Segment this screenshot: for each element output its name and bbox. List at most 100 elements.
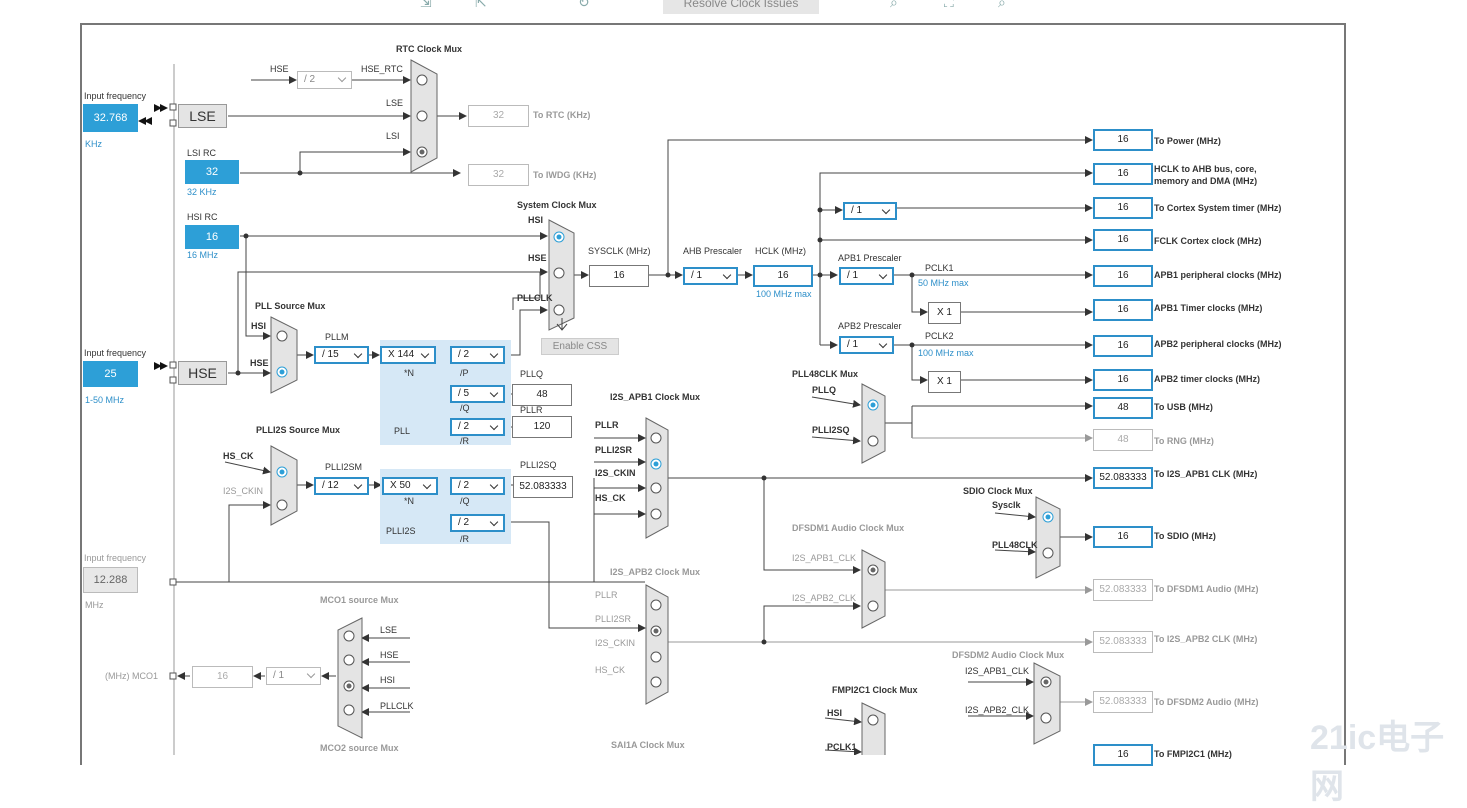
i2s1-input-label: PLLR [595,420,619,430]
pll-hse-label: HSE [250,358,269,368]
rng-output-label: To RNG (MHz) [1154,436,1214,446]
i2s1-input-label: HS_CK [595,493,626,503]
zoom-out-icon[interactable]: ⌕ [998,0,1006,10]
dfsdm1-mux[interactable] [861,549,886,629]
lsi-unit: 32 KHz [187,187,217,197]
plli2s-source-mux[interactable] [270,445,298,526]
fmpi2c-input-label: PCLK1 [827,742,857,752]
rtc-lsi-label: LSI [386,131,400,141]
iwdg-output-value: 32 [468,164,529,186]
plli2sn-select[interactable]: X 50 [382,477,438,495]
pclk1-label: PCLK1 [925,263,954,273]
rtc-lse-label: LSE [386,98,404,108]
pll48clk-mux[interactable] [861,383,886,464]
hclk-ahb-output-label: HCLK to AHB bus, core, [1154,164,1257,174]
hsi-title: HSI RC [187,212,218,222]
pllp-select[interactable]: / 2 [450,346,505,364]
ext-frequency-input[interactable]: 12.288 [83,567,138,593]
pllr-label: PLLR [520,405,543,415]
pllq-select[interactable]: / 5 [450,385,505,403]
hsi-unit: 16 MHz [187,250,219,260]
hclk-ahb-output-value[interactable]: 16 [1093,163,1153,185]
fmpi2c1-output-value[interactable]: 16 [1093,744,1153,766]
export-icon[interactable]: ⇱ [475,0,487,10]
hclk-input[interactable]: 16 [753,265,813,287]
i2s-apb2-mux-title: I2S_APB2 Clock Mux [610,567,701,577]
dfsdm1-output-label: To DFSDM1 Audio (MHz) [1154,584,1259,594]
cortex-timer-divider-select[interactable]: / 1 [843,202,897,220]
plli2sq-select[interactable]: / 2 [450,477,505,495]
power-output-value[interactable]: 16 [1093,129,1153,151]
cortex-timer-output-value[interactable]: 16 [1093,197,1153,219]
resolve-clock-issues-button[interactable]: Resolve Clock Issues [663,0,819,14]
apb1-peripheral-output-label: APB1 peripheral clocks (MHz) [1154,270,1282,280]
usb-output-value[interactable]: 48 [1093,397,1153,419]
dfsdm2-output-label: To DFSDM2 Audio (MHz) [1154,697,1259,707]
enable-css-button[interactable]: Enable CSS [541,338,619,355]
apb1-timer-output-value[interactable]: 16 [1093,299,1153,321]
pll-source-mux[interactable] [270,316,298,394]
lse-oscillator: LSE [178,104,227,128]
lse-frequency-input[interactable]: 32.768 [83,104,138,132]
apb2-peripheral-output-label: APB2 peripheral clocks (MHz) [1154,339,1282,349]
apb2-peripheral-output-value[interactable]: 16 [1093,335,1153,357]
fit-icon[interactable]: ⛶ [944,0,954,10]
i2s-apb1-mux-title: I2S_APB1 Clock Mux [610,392,701,402]
rtc-hse-label: HSE [270,64,289,74]
mco1-divider-select[interactable]: / 1 [266,667,321,685]
hse-frequency-input[interactable]: 25 [83,361,138,387]
apb2-prescaler-label: APB2 Prescaler [838,321,902,331]
i2s-apb1-mux[interactable] [645,417,669,539]
import-icon[interactable]: ⇲ [420,0,432,10]
zoom-in-icon[interactable]: ⌕ [890,0,898,10]
apb2-prescaler-select[interactable]: / 1 [839,336,894,354]
i2s-apb1-output-value[interactable]: 52.083333 [1093,467,1153,489]
sdio-input-label: Sysclk [992,500,1021,510]
pllr-select[interactable]: / 2 [450,418,505,436]
i2s1-input-label: I2S_CKIN [595,468,636,478]
sys-hse-label: HSE [528,253,547,263]
fmpi2c-input-label: HSI [827,708,843,718]
mco2-mux-title: MCO2 source Mux [320,743,399,753]
fmpi2c1-mux[interactable] [861,702,886,755]
plli2sq-div-label: /Q [460,496,470,506]
rtc-mux-title: RTC Clock Mux [396,44,463,54]
apb1-timer-multiplier: X 1 [928,302,961,324]
i2s-apb2-mux[interactable] [645,584,669,705]
dfsdm2-mux[interactable] [1033,662,1061,745]
ext-input-title: Input frequency [84,553,147,563]
pll48clk-mux-title: PLL48CLK Mux [792,369,859,379]
fclk-output-value[interactable]: 16 [1093,229,1153,251]
plli2s-source-mux-title: PLLI2S Source Mux [256,425,341,435]
i2s2-input-label: PLLR [595,590,618,600]
apb1-timer-output-label: APB1 Timer clocks (MHz) [1154,303,1263,313]
pllm-select[interactable]: / 15 [314,346,369,364]
hse-unit: 1-50 MHz [85,395,125,405]
apb1-peripheral-output-value[interactable]: 16 [1093,265,1153,287]
dfsdm2-input-label: I2S_APB1_CLK [965,666,1030,676]
lsi-title: LSI RC [187,148,217,158]
pclk2-max-label: 100 MHz max [918,348,974,358]
lse-unit: KHz [85,139,103,149]
mco1-input-label: HSI [380,675,396,685]
plli2s-i2sckin-label: I2S_CKIN [223,486,264,496]
sdio-mux[interactable] [1035,496,1061,579]
rtc-divider-select[interactable]: / 2 [297,71,352,89]
sdio-output-value[interactable]: 16 [1093,526,1153,548]
apb2-timer-output-value[interactable]: 16 [1093,369,1153,391]
plli2sr-select[interactable]: / 2 [450,514,505,532]
usb-output-label: To USB (MHz) [1154,402,1213,412]
plli2s-hsck-label: HS_CK [223,451,254,461]
pllm-label: PLLM [325,332,349,342]
hse-input-title: Input frequency [84,348,147,358]
plli2sm-select[interactable]: / 12 [314,477,369,495]
lsi-frequency-value: 32 [185,160,239,184]
plln-select[interactable]: X 144 [380,346,436,364]
ahb-prescaler-select[interactable]: / 1 [683,267,738,285]
plli2sn-label: *N [404,496,415,506]
hclk-max-label: 100 MHz max [756,289,812,299]
refresh-icon[interactable]: ↻ [578,0,590,10]
apb1-prescaler-select[interactable]: / 1 [839,267,894,285]
plln-label: *N [404,368,415,378]
hclk-label: HCLK (MHz) [755,246,806,256]
